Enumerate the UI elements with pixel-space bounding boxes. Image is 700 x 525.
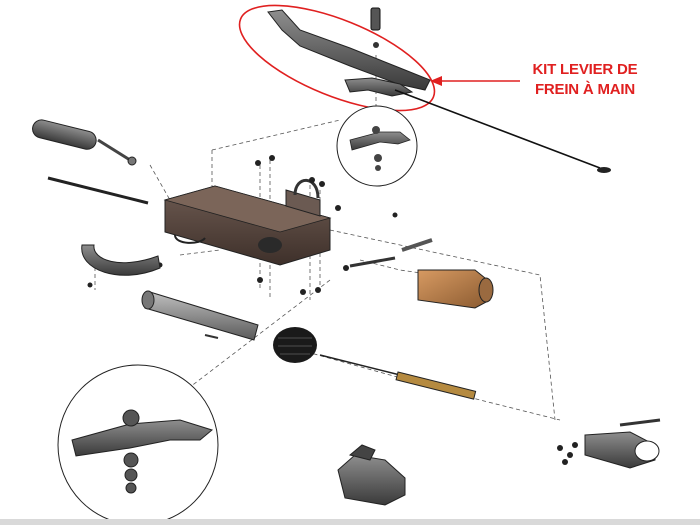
callout-arrow-icon <box>430 76 520 86</box>
lever-highlight <box>238 4 436 112</box>
brake-cable-icon <box>394 89 611 173</box>
coupling-head-icon <box>337 444 406 506</box>
bracket-icon <box>285 178 321 217</box>
magnified-detail-large-icon <box>57 364 219 525</box>
callout-line-2: FREIN À MAIN <box>534 81 636 98</box>
brake-rod-icon <box>47 176 149 205</box>
callout-line-1: KIT LEVIER DE <box>532 61 638 78</box>
link-pin-icon <box>343 238 433 271</box>
bellows-icon <box>273 327 317 363</box>
sleeve-icon <box>417 269 494 309</box>
brake-shoe-icon <box>81 244 161 276</box>
damper-icon <box>32 119 137 166</box>
bottom-divider <box>0 519 700 525</box>
handbrake-lever-icon <box>267 7 431 97</box>
coupling-body-icon <box>163 185 332 266</box>
magnified-detail-icon <box>336 105 418 187</box>
drawbar-tube-icon <box>141 290 259 341</box>
push-rod-icon <box>319 354 477 400</box>
kit-callout-label: KIT LEVIER DE FREIN À MAIN <box>500 60 670 100</box>
tow-eye-icon <box>557 418 661 469</box>
